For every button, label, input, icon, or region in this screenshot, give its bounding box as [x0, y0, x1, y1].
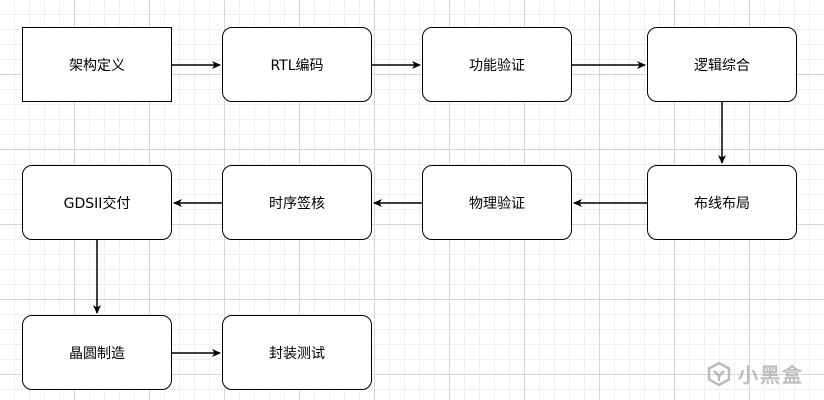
node-functional-verification[interactable]: 功能验证: [422, 27, 572, 102]
node-label: 封装测试: [269, 345, 325, 362]
node-place-and-route[interactable]: 布线布局: [647, 165, 797, 240]
node-architecture-definition[interactable]: 架构定义: [22, 27, 172, 102]
node-wafer-fabrication[interactable]: 晶圆制造: [22, 315, 172, 390]
node-timing-signoff[interactable]: 时序签核: [222, 165, 372, 240]
node-label: 物理验证: [469, 195, 525, 212]
node-label: 晶圆制造: [69, 345, 125, 362]
node-label: GDSII交付: [63, 195, 131, 212]
node-label: 架构定义: [69, 57, 125, 74]
node-logic-synthesis[interactable]: 逻辑综合: [647, 27, 797, 102]
node-label: 逻辑综合: [694, 57, 750, 74]
node-label: 功能验证: [469, 57, 525, 74]
node-rtl-coding[interactable]: RTL编码: [222, 27, 372, 102]
node-label: RTL编码: [270, 57, 324, 74]
watermark-text: 小黑盒: [738, 363, 804, 387]
watermark: 小黑盒: [706, 359, 804, 388]
node-label: 时序签核: [269, 195, 325, 212]
node-label: 布线布局: [694, 195, 750, 212]
node-gdsii-delivery[interactable]: GDSII交付: [22, 165, 172, 240]
node-packaging-test[interactable]: 封装测试: [222, 315, 372, 390]
xiaoheihe-logo-icon: [707, 361, 731, 386]
node-physical-verification[interactable]: 物理验证: [422, 165, 572, 240]
